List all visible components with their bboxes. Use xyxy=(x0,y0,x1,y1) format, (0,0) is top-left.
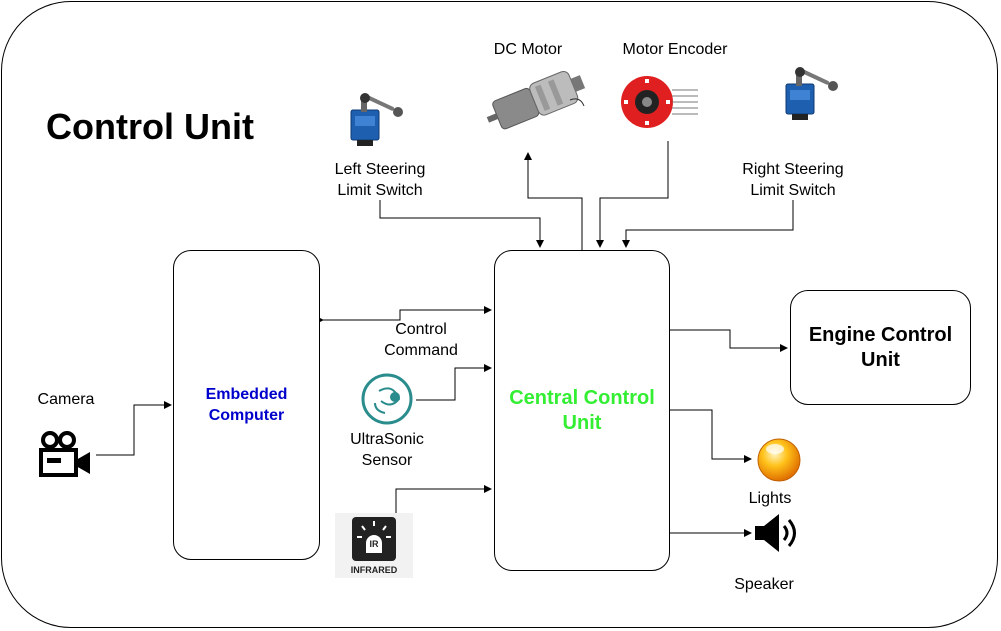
ultrasonic-sensor-icon xyxy=(361,373,413,425)
camera-icon xyxy=(39,431,90,477)
dc-motor-icon xyxy=(486,70,586,130)
central-control-unit-block: Central Control Unit xyxy=(494,250,670,571)
embedded-ccu-command-line xyxy=(316,306,492,324)
ultrasonic-sensor-label: UltraSonic Sensor xyxy=(350,431,424,469)
ccu-to-lights-line xyxy=(670,409,752,463)
encoder-to-ccu-line xyxy=(596,141,669,248)
infrared-ir-text: IR xyxy=(369,539,379,549)
lights-icon xyxy=(757,438,801,482)
infrared-glyph-icon xyxy=(352,517,396,561)
lights-label: Lights xyxy=(748,490,792,507)
ccu-to-ecu-line xyxy=(670,329,788,352)
diagram-title: Control Unit xyxy=(46,106,254,147)
left-limit-switch-icon xyxy=(350,93,403,146)
speaker-icon xyxy=(755,514,796,552)
left-switch-to-ccu-line xyxy=(379,200,544,248)
motor-encoder-icon xyxy=(621,76,698,128)
camera-to-embedded-line xyxy=(96,401,172,456)
embedded-computer-block: Embedded Computer xyxy=(173,250,320,560)
right-limit-switch-icon xyxy=(785,67,838,120)
ultrasonic-to-ccu-line xyxy=(416,364,492,401)
infrared-sensor-icon: IR INFRARED xyxy=(335,513,413,578)
infrared-to-ccu-line xyxy=(395,485,492,515)
engine-control-unit-block: Engine Control Unit xyxy=(790,290,971,405)
control-command-label: Control Command xyxy=(384,321,458,359)
motor-encoder-label: Motor Encoder xyxy=(622,41,728,58)
camera-label: Camera xyxy=(37,391,95,408)
central-control-unit-label: Central Control Unit xyxy=(509,386,655,434)
right-limit-switch-label: Right Steering Limit Switch xyxy=(742,161,844,199)
infrared-badge-text: INFRARED xyxy=(350,565,398,575)
right-switch-to-ccu-line xyxy=(622,200,794,248)
left-limit-switch-label: Left Steering Limit Switch xyxy=(334,161,426,199)
dc-motor-label: DC Motor xyxy=(493,41,563,58)
ccu-to-dc-motor-line xyxy=(524,152,583,250)
embedded-computer-label: Embedded Computer xyxy=(205,386,288,424)
engine-control-unit-label: Engine Control Unit xyxy=(808,323,953,371)
speaker-label: Speaker xyxy=(734,576,794,593)
